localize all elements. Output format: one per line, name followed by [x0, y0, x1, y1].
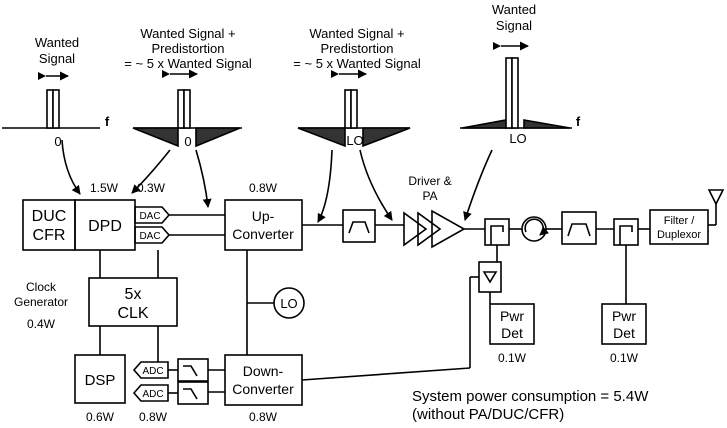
spectrum2-title-line2: Predistortion — [152, 41, 225, 56]
clk-block — [88, 277, 178, 327]
spectrum1-title-line2: Signal — [39, 51, 75, 66]
adc-block-1 — [132, 361, 169, 379]
spectrum4-title-line2: Signal — [496, 18, 532, 33]
spectrum1-center-label: 0 — [54, 134, 61, 149]
pwr-det-block-2 — [601, 303, 647, 345]
lowpass-filter-1 — [177, 358, 209, 382]
arrow-spectrum1-to-duc — [61, 139, 81, 195]
spectrum1-title-line1: Wanted — [35, 35, 79, 50]
spectrum3-title-line3: = ~ 5 x Wanted Signal — [293, 56, 421, 71]
power-downconverter: 0.8W — [249, 410, 278, 424]
arrow-spectrum2-to-dpd — [131, 149, 171, 194]
detector-diode — [478, 261, 502, 293]
spectrum4-title-line1: Wanted — [492, 2, 536, 17]
dac1-label: DAC — [139, 211, 160, 222]
spectrum1-axis-f: f — [105, 114, 110, 129]
dac2-label: DAC — [139, 231, 160, 242]
pwr-det1-label-line2: Det — [501, 325, 523, 341]
power-clk: 0.4W — [27, 317, 56, 331]
downconverter-label-line1: Down- — [243, 363, 284, 379]
filter-duplexor-label-line1: Filter / — [664, 215, 696, 227]
spectrum-predistortion-baseband — [132, 69, 242, 148]
pwr-det1-label-line1: Pwr — [500, 308, 524, 324]
power-pwr-det1: 0.1W — [498, 351, 527, 365]
dpd-block — [74, 199, 136, 251]
bandpass-filter-2 — [561, 211, 597, 245]
arrow-spectrum4-to-pa — [463, 149, 493, 221]
summary-line2: (without PA/DUC/CFR) — [412, 406, 564, 423]
coupler-2 — [613, 218, 639, 246]
duc-label: DUC — [32, 208, 67, 225]
cfr-label: CFR — [33, 227, 66, 244]
upconverter-label-line2: Converter — [232, 226, 294, 242]
adc2-label: ADC — [142, 389, 163, 400]
coupler-1 — [484, 218, 510, 246]
power-adc: 0.8W — [139, 410, 168, 424]
filter-duplexor-label-line2: Duplexor — [657, 229, 701, 241]
dsp-label: DSP — [85, 372, 116, 389]
clock-generator-label-line1: Clock — [26, 280, 57, 294]
downconverter-label-line2: Converter — [232, 381, 294, 397]
spectrum-wanted-lo — [460, 41, 572, 129]
lowpass-filter-2 — [177, 381, 209, 405]
adc1-label: ADC — [142, 366, 163, 377]
lo-oscillator — [273, 287, 305, 319]
power-duc: 1.5W — [90, 181, 119, 195]
dac-block-2 — [134, 226, 171, 244]
power-upconverter: 0.8W — [249, 181, 278, 195]
downconverter-block — [224, 354, 303, 406]
spectrum2-title-line1: Wanted Signal + — [140, 26, 235, 41]
spectrum2-center-label: 0 — [184, 134, 191, 149]
power-dsp: 0.6W — [86, 410, 115, 424]
pwr-det-block-1 — [489, 303, 535, 345]
power-pwr-det2: 0.1W — [610, 351, 639, 365]
spectrum-wanted-baseband — [2, 71, 100, 129]
lo-label: LO — [280, 296, 297, 311]
driver-pa-amplifiers — [403, 209, 466, 249]
circulator — [521, 216, 549, 242]
spectrum4-center-label: LO — [509, 131, 526, 146]
spectrum4-axis-f: f — [576, 114, 581, 129]
driver-pa-label-line1: Driver & — [408, 174, 451, 188]
clk-label-line2: CLK — [117, 305, 148, 322]
dpd-label: DPD — [88, 218, 122, 235]
bandpass-filter-1 — [342, 209, 376, 243]
clk-label-line1: 5x — [125, 286, 142, 303]
upconverter-label-line1: Up- — [252, 208, 275, 224]
spectrum3-title-line2: Predistortion — [321, 41, 394, 56]
power-dac: 0.3W — [137, 181, 166, 195]
filter-duplexor-block — [649, 209, 709, 245]
spectrum3-title-line1: Wanted Signal + — [309, 26, 404, 41]
driver-pa-label-line2: PA — [422, 189, 437, 203]
summary-line1: System power consumption = 5.4W — [412, 388, 649, 405]
arrow-spectrum3-to-filter — [359, 149, 393, 221]
spectrum2-title-line3: = ~ 5 x Wanted Signal — [124, 56, 252, 71]
pwr-det2-label-line1: Pwr — [612, 308, 636, 324]
clock-generator-label-line2: Generator — [14, 295, 68, 309]
pwr-det2-label-line2: Det — [613, 325, 635, 341]
dac-block-1 — [134, 206, 171, 224]
spectrum3-center-label: LO — [346, 133, 363, 148]
antenna-icon — [707, 189, 725, 226]
arrow-spectrum3-to-upconverter — [317, 149, 333, 223]
spectrum-predistortion-lo — [297, 69, 411, 148]
adc-block-2 — [132, 384, 169, 402]
arrow-spectrum2-to-dac — [195, 149, 212, 208]
